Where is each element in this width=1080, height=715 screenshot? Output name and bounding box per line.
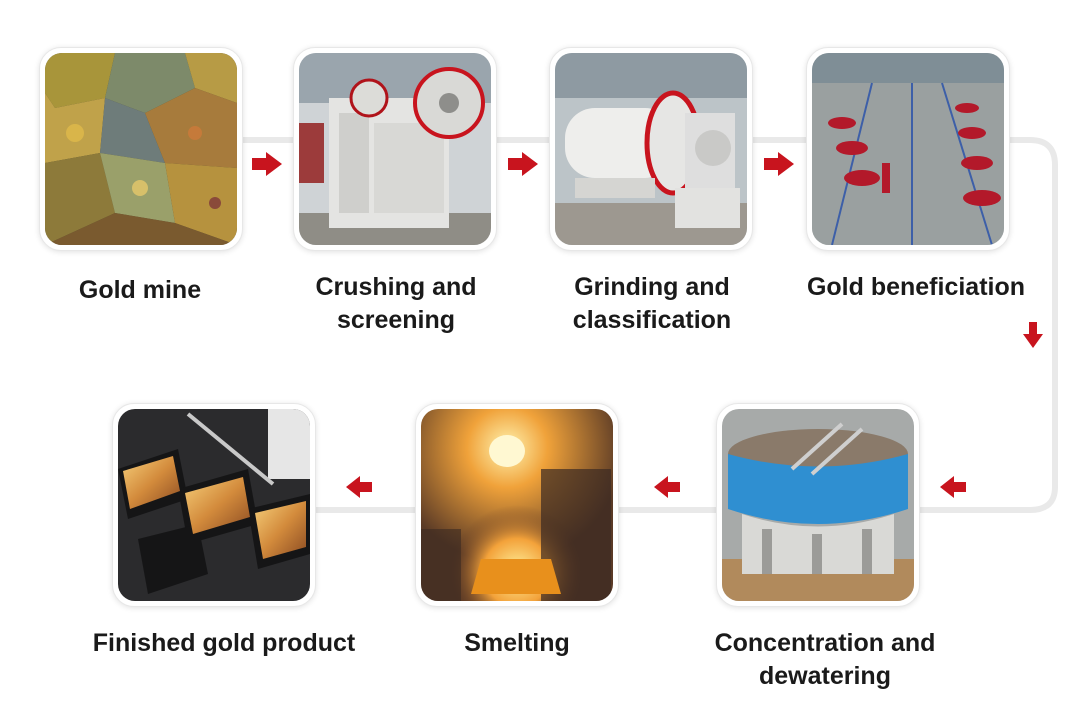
- step-label-grinding: Grinding and classification: [572, 273, 732, 334]
- arrow-right-icon: [764, 152, 794, 176]
- gold-bars-photo: [118, 409, 310, 601]
- step-label-concentration: Concentration and dewatering: [714, 629, 936, 690]
- gold-ore-photo: [45, 53, 237, 245]
- flotation-cells-photo: [812, 53, 1004, 245]
- step-card-grinding: [549, 47, 753, 251]
- step-card-beneficiation: [806, 47, 1010, 251]
- step-label-gold-mine: Gold mine: [78, 276, 202, 304]
- step-card-finished-gold: [112, 403, 316, 607]
- step-card-smelting: [415, 403, 619, 607]
- arrow-left-icon: [940, 476, 966, 498]
- arrow-left-icon: [654, 476, 680, 498]
- step-label-finished-gold: Finished gold product: [92, 629, 356, 657]
- step-label-crushing: Crushing and screening: [315, 273, 477, 334]
- step-label-smelting: Smelting: [464, 629, 570, 657]
- arrow-left-icon: [346, 476, 372, 498]
- arrow-right-icon: [508, 152, 538, 176]
- connector-path: [240, 137, 1058, 513]
- step-card-crushing: [293, 47, 497, 251]
- thickener-tank-photo: [722, 409, 914, 601]
- step-label-beneficiation: Gold beneficiation: [806, 273, 1026, 301]
- jaw-crusher-photo: [299, 53, 491, 245]
- furnace-pour-photo: [421, 409, 613, 601]
- step-card-gold-mine: [39, 47, 243, 251]
- arrow-right-icon: [252, 152, 282, 176]
- arrow-down-icon: [1023, 322, 1043, 348]
- ball-mill-photo: [555, 53, 747, 245]
- step-card-concentration: [716, 403, 920, 607]
